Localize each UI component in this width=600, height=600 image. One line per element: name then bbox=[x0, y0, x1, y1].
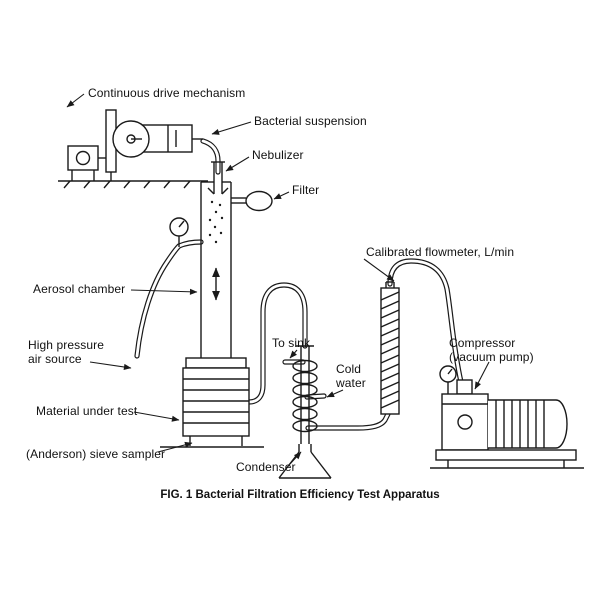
figure-caption: FIG. 1 Bacterial Filtration Efficiency T… bbox=[160, 489, 440, 501]
label-nebulizer: Nebulizer bbox=[252, 148, 304, 162]
syringe-pump bbox=[141, 124, 193, 153]
label-compressor: Compressor (vacuum pump) bbox=[449, 336, 534, 365]
leader-aerosol-chamber bbox=[130, 288, 198, 295]
label-leaders bbox=[66, 93, 490, 465]
label-anderson-sieve-sampler: (Anderson) sieve sampler bbox=[26, 447, 166, 461]
nebulizer-assembly bbox=[207, 161, 229, 195]
flowmeter bbox=[380, 281, 400, 415]
leader-filter bbox=[273, 191, 290, 200]
leader-anderson-sampler bbox=[157, 441, 193, 453]
pump-platform bbox=[435, 449, 577, 461]
condenser-coil bbox=[292, 359, 318, 373]
leader-bacterial-suspension bbox=[211, 121, 252, 135]
label-condenser: Condenser bbox=[236, 460, 296, 474]
condenser-unit bbox=[292, 345, 318, 444]
label-material-under-test: Material under test bbox=[36, 404, 138, 418]
leader-cold-water bbox=[326, 389, 344, 398]
pressure-gauge bbox=[169, 217, 189, 247]
label-high-pressure-air-source: High pressure air source bbox=[28, 338, 105, 367]
leader-material-under-test bbox=[133, 411, 180, 422]
aerosol-chamber bbox=[200, 181, 232, 358]
continuous-drive-mechanism bbox=[58, 109, 208, 189]
leader-high-pressure-air bbox=[89, 361, 132, 371]
label-cold-water: Cold water bbox=[336, 362, 366, 391]
leader-continuous-drive bbox=[66, 93, 85, 108]
label-calibrated-flowmeter: Calibrated flowmeter, L/min bbox=[366, 245, 515, 259]
leader-condenser bbox=[289, 451, 302, 465]
compressor-pump bbox=[430, 365, 584, 469]
sampler-flange bbox=[185, 357, 247, 369]
pump-inlet-fitting bbox=[456, 379, 473, 395]
sieve-sampler bbox=[160, 357, 264, 448]
leader-compressor bbox=[474, 361, 490, 390]
label-bacterial-suspension: Bacterial suspension bbox=[254, 114, 367, 128]
leader-flowmeter bbox=[363, 258, 395, 282]
erlenmeyer-flask bbox=[278, 444, 332, 479]
label-to-sink: To sink bbox=[272, 336, 311, 350]
aerosol-spray bbox=[208, 200, 224, 244]
label-continuous-drive-mechanism: Continuous drive mechanism bbox=[88, 86, 246, 100]
flowmeter-tube bbox=[380, 287, 400, 415]
filter-bulb bbox=[231, 190, 273, 212]
label-filter: Filter bbox=[292, 183, 320, 197]
leader-to-sink bbox=[289, 349, 298, 359]
label-aerosol-chamber: Aerosol chamber bbox=[33, 282, 126, 296]
leader-nebulizer bbox=[225, 156, 250, 172]
sampler-body bbox=[182, 367, 250, 437]
